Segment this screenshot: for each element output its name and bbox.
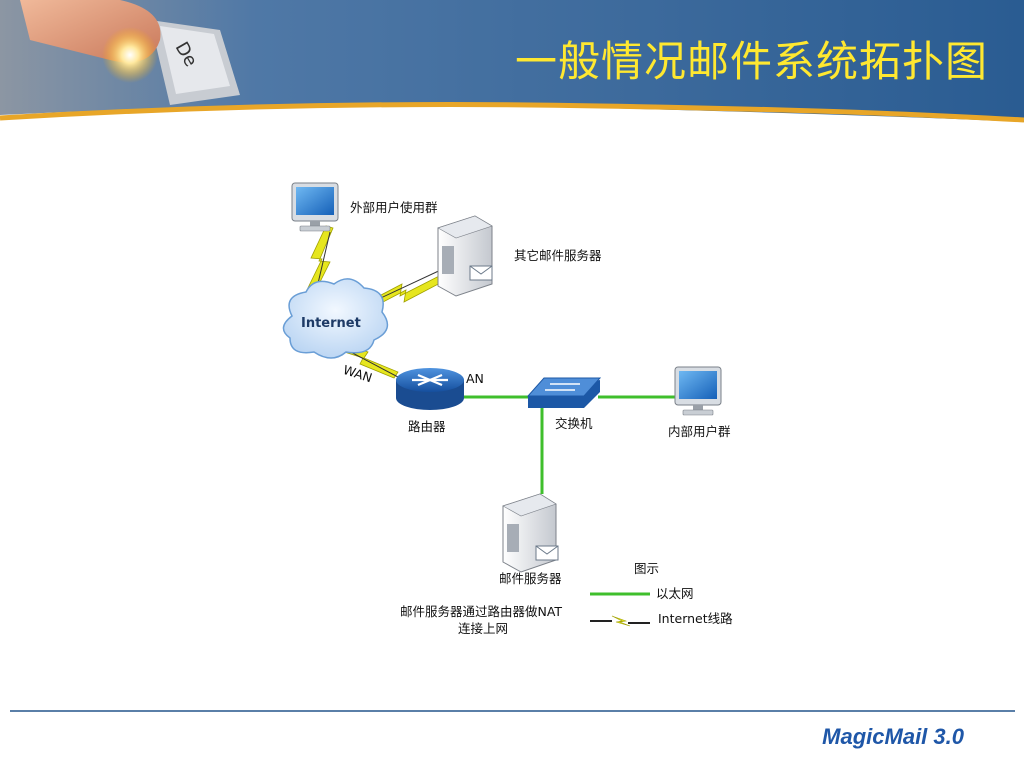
external-users-monitor-icon (291, 182, 339, 232)
legend (590, 592, 650, 627)
label-router: 路由器 (408, 419, 446, 434)
router-icon (396, 368, 464, 410)
switch-icon (526, 377, 602, 408)
internet-cloud-icon (282, 278, 389, 359)
label-internal-users: 内部用户群 (668, 424, 731, 439)
envelope-icon (535, 545, 559, 561)
legend-internet-label: Internet线路 (658, 611, 733, 626)
envelope-icon (469, 265, 493, 281)
footer-divider (10, 710, 1015, 712)
label-other-mail-servers: 其它邮件服务器 (514, 248, 602, 263)
slide-title: 一般情况邮件系统拓扑图 (514, 37, 988, 86)
ethernet-links (464, 395, 675, 494)
legend-title: 图示 (634, 561, 660, 576)
brand-label: MagicMail 3.0 (822, 724, 964, 749)
internal-users-monitor-icon (674, 366, 722, 416)
note-line-1: 邮件服务器通过路由器做NAT (400, 604, 563, 619)
delete-key-graphic: De (150, 20, 240, 105)
mail-server-icon (502, 493, 559, 573)
label-mail-server: 邮件服务器 (499, 571, 562, 586)
note-line-2: 连接上网 (458, 621, 509, 636)
label-switch: 交换机 (555, 416, 593, 431)
label-lan: AN (466, 371, 484, 386)
header-banner: De (0, 0, 1024, 140)
label-internet: Internet (301, 316, 361, 331)
legend-internet-swatch (590, 615, 650, 627)
label-external-users: 外部用户使用群 (350, 200, 438, 215)
light-flare-graphic (102, 27, 158, 83)
legend-ethernet-label: 以太网 (656, 586, 694, 601)
other-mail-server-icon (437, 215, 493, 297)
